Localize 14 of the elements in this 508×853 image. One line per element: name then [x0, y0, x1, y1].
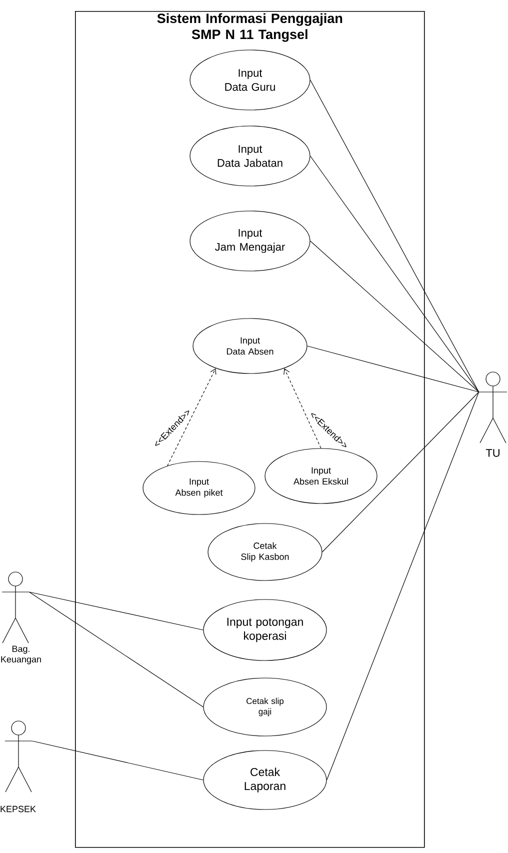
actor-label: Bag. Keuangan: [1, 646, 41, 664]
actor-label: KEPSEK: [0, 806, 36, 812]
dashed-arrow: [167, 368, 216, 466]
actor-label: TU: [486, 449, 500, 457]
connector-line: [32, 740, 204, 780]
connector-line: [28, 592, 204, 630]
dashed-arrow: [284, 368, 322, 448]
connector-line: [322, 392, 480, 552]
connector-line: [310, 80, 480, 392]
connector-line: [326, 392, 480, 780]
connector-line: [310, 240, 480, 392]
connector-line: [28, 592, 204, 708]
connector-line: [307, 346, 480, 392]
connector-line: [310, 156, 480, 392]
